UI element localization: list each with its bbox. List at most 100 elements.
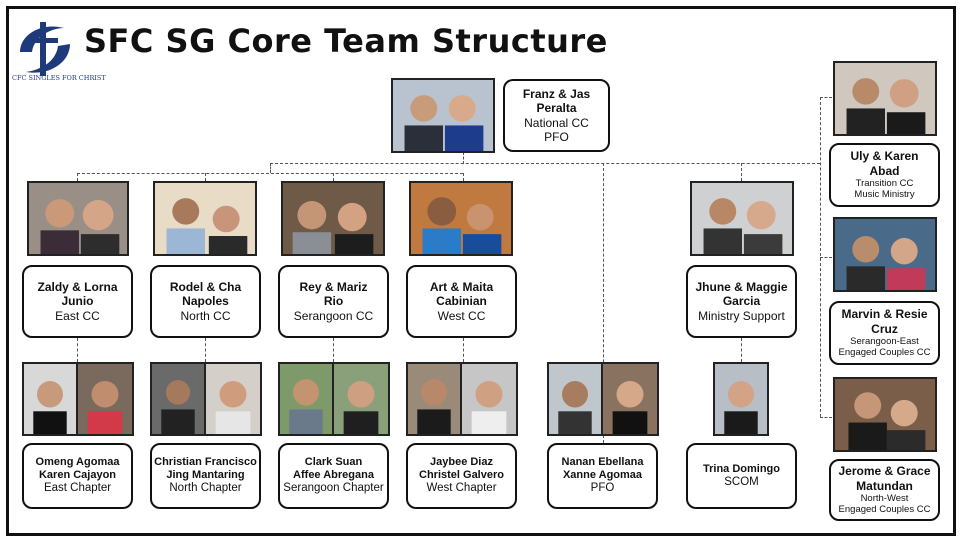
card-name: Uly & Karen: [850, 149, 919, 164]
connector: [463, 152, 464, 164]
card-name: Peralta: [536, 101, 577, 116]
couple-photo: [409, 181, 513, 256]
couple-photo: [281, 181, 385, 256]
card-right-leader: Marvin & Resie Cruz Serangoon-East Engag…: [829, 301, 940, 365]
card-chapter-leader: Trina Domingo SCOM: [686, 443, 797, 509]
card-name: Christian Francisco: [154, 455, 257, 468]
connector: [603, 163, 604, 443]
card-chapter-leader: Christian Francisco Jing Mantaring North…: [150, 443, 261, 509]
card-name: Christel Galvero: [419, 469, 504, 482]
card-role: Serangoon Chapter: [283, 482, 384, 495]
card-name: Franz & Jas: [522, 86, 591, 101]
card-role: North CC: [180, 308, 231, 323]
card-chapter-leader: Jaybee Diaz Christel Galvero West Chapte…: [406, 443, 517, 509]
connector: [205, 338, 206, 362]
card-name: Cabinian: [436, 294, 487, 309]
connector: [333, 338, 334, 362]
couple-photo: [690, 181, 794, 256]
card-area-leader: Art & Maita Cabinian West CC: [406, 265, 517, 338]
card-role: West Chapter: [426, 482, 497, 495]
card-name: Zaldy & Lorna: [37, 279, 118, 294]
connector: [820, 417, 832, 418]
connector: [741, 338, 742, 362]
card-role: East Chapter: [43, 482, 112, 495]
connector: [270, 163, 820, 164]
connector: [77, 173, 78, 181]
connector: [270, 163, 271, 173]
card-role: Transition CC: [855, 178, 914, 189]
card-national-cc: Franz & Jas Peralta National CC PFO: [503, 79, 610, 152]
couple-photo: [547, 362, 659, 436]
card-name: Cruz: [871, 321, 898, 336]
card-name: Rio: [323, 294, 344, 309]
card-role: Engaged Couples CC: [838, 504, 931, 516]
connector: [463, 173, 464, 181]
card-name: Rey & Mariz: [299, 279, 368, 294]
card-name: Jing Mantaring: [166, 469, 245, 482]
card-name: Garcia: [722, 294, 761, 309]
couple-photo: [833, 61, 937, 136]
card-role: Ministry Support: [698, 308, 785, 323]
logo-caption: CFC SINGLES FOR CHRIST: [12, 74, 106, 82]
card-right-leader: Uly & Karen Abad Transition CC Music Min…: [829, 143, 940, 207]
card-name: Napoles: [182, 294, 229, 309]
person-photo: [713, 362, 769, 436]
card-name: Rodel & Cha: [169, 279, 242, 294]
couple-photo: [27, 181, 129, 256]
card-name: Trina Domingo: [703, 462, 780, 475]
card-chapter-leader: Omeng Agomaa Karen Cajayon East Chapter: [22, 443, 133, 509]
couple-photo: [833, 377, 937, 452]
card-name: Junio: [61, 294, 94, 309]
card-name: Art & Maita: [429, 279, 494, 294]
couple-photo: [278, 362, 390, 436]
card-name: Affee Abregana: [293, 469, 374, 482]
card-role: West CC: [437, 308, 486, 323]
connector: [463, 338, 464, 362]
connector: [205, 173, 206, 181]
card-role: Music Ministry: [854, 189, 915, 201]
couple-photo: [406, 362, 518, 436]
connector: [333, 173, 334, 181]
couple-photo: [153, 181, 257, 256]
card-role: East CC: [55, 308, 100, 323]
couple-photo: [833, 217, 937, 292]
card-area-leader: Rodel & Cha Napoles North CC: [150, 265, 261, 338]
connector: [77, 173, 463, 174]
sfc-logo: [12, 14, 78, 86]
card-name: Jerome & Grace: [838, 464, 931, 479]
card-name: Jhune & Maggie: [695, 279, 788, 294]
card-area-leader: Jhune & Maggie Garcia Ministry Support: [686, 265, 797, 338]
card-role: PFO: [590, 482, 615, 495]
couple-photo: [22, 362, 134, 436]
connector: [820, 97, 832, 98]
card-role: North Chapter: [169, 482, 242, 495]
connector: [77, 338, 78, 362]
card-name: Jaybee Diaz: [430, 455, 493, 468]
card-right-leader: Jerome & Grace Matundan North-West Engag…: [829, 459, 940, 521]
connector: [741, 163, 742, 181]
card-name: Xanne Agomaa: [562, 469, 643, 482]
card-role: Engaged Couples CC: [838, 347, 931, 359]
card-name: Matundan: [856, 478, 913, 493]
card-name: Karen Cajayon: [38, 469, 117, 482]
connector: [820, 257, 832, 258]
card-name: Marvin & Resie: [841, 307, 928, 322]
card-area-leader: Zaldy & Lorna Junio East CC: [22, 265, 133, 338]
card-name: Abad: [869, 163, 900, 178]
card-role: National CC: [524, 115, 589, 130]
card-role: Serangoon-East: [850, 336, 919, 347]
card-name: Omeng Agomaa: [35, 455, 120, 468]
card-name: Clark Suan: [304, 455, 363, 468]
card-chapter-leader: Clark Suan Affee Abregana Serangoon Chap…: [278, 443, 389, 509]
card-name: Nanan Ebellana: [561, 455, 644, 468]
card-role: Serangoon CC: [293, 308, 374, 323]
card-area-leader: Rey & Mariz Rio Serangoon CC: [278, 265, 389, 338]
card-chapter-leader: Nanan Ebellana Xanne Agomaa PFO: [547, 443, 658, 509]
card-role: North-West: [860, 493, 909, 504]
card-role: PFO: [544, 129, 569, 144]
couple-photo: [150, 362, 262, 436]
couple-photo: [391, 78, 495, 153]
page-title: SFC SG Core Team Structure: [84, 22, 608, 60]
card-role: SCOM: [724, 475, 759, 488]
